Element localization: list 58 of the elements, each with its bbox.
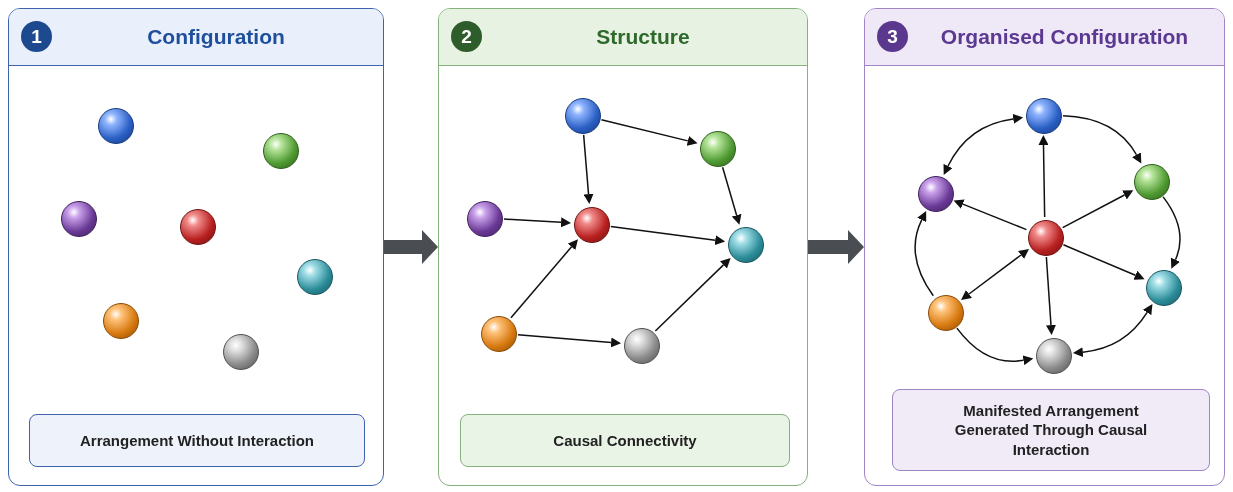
sphere — [700, 131, 736, 167]
sphere — [263, 133, 299, 169]
sphere — [103, 303, 139, 339]
sphere — [1026, 98, 1062, 134]
caption-box — [892, 389, 1210, 471]
step-arrow — [384, 230, 438, 264]
arrow — [510, 239, 578, 319]
sphere — [565, 98, 601, 134]
step-number: 2 — [451, 21, 482, 52]
sphere — [1028, 220, 1064, 256]
arrow — [914, 210, 935, 297]
step-arrow — [808, 230, 864, 264]
caption-text: Manifested Arrangement Generated Through Causal Interaction — [953, 400, 1149, 460]
arrow — [1062, 114, 1142, 164]
sphere — [180, 209, 216, 245]
panel-title: Configuration — [147, 25, 285, 49]
arrow — [1072, 304, 1153, 358]
sphere — [624, 328, 660, 364]
panel-card — [864, 8, 1225, 486]
sphere — [1036, 338, 1072, 374]
caption-box — [460, 414, 790, 467]
sphere — [481, 316, 517, 352]
panel-card — [438, 8, 808, 486]
arrow — [610, 225, 726, 246]
arrow — [582, 134, 594, 205]
panel-card — [8, 8, 384, 486]
sphere — [61, 201, 97, 237]
sphere — [728, 227, 764, 263]
arrow — [956, 327, 1034, 366]
sphere — [928, 295, 964, 331]
arrow — [961, 249, 1029, 300]
caption-text: Causal Connectivity — [553, 430, 697, 451]
arrow — [517, 333, 622, 348]
arrow — [1162, 196, 1181, 269]
arrow — [721, 166, 742, 225]
arrow — [503, 217, 572, 228]
arrow — [1038, 135, 1049, 218]
arrow — [654, 257, 731, 332]
caption-text: Arrangement Without Interaction — [79, 430, 314, 451]
arrow — [943, 113, 1024, 175]
step-number: 3 — [877, 21, 908, 52]
arrow — [1062, 244, 1145, 280]
arrow — [600, 119, 698, 146]
sphere — [918, 176, 954, 212]
panel-title: Organised Configuration — [940, 25, 1189, 49]
sphere — [1146, 270, 1182, 306]
sphere — [1134, 164, 1170, 200]
panel-title: Structure — [596, 25, 690, 49]
caption-box — [29, 414, 365, 467]
arrow — [1061, 190, 1134, 229]
step-number: 1 — [21, 21, 52, 52]
sphere — [574, 207, 610, 243]
sphere — [223, 334, 259, 370]
sphere — [98, 108, 134, 144]
arrow — [1045, 256, 1056, 336]
arrow — [953, 199, 1028, 231]
sphere — [467, 201, 503, 237]
sphere — [297, 259, 333, 295]
